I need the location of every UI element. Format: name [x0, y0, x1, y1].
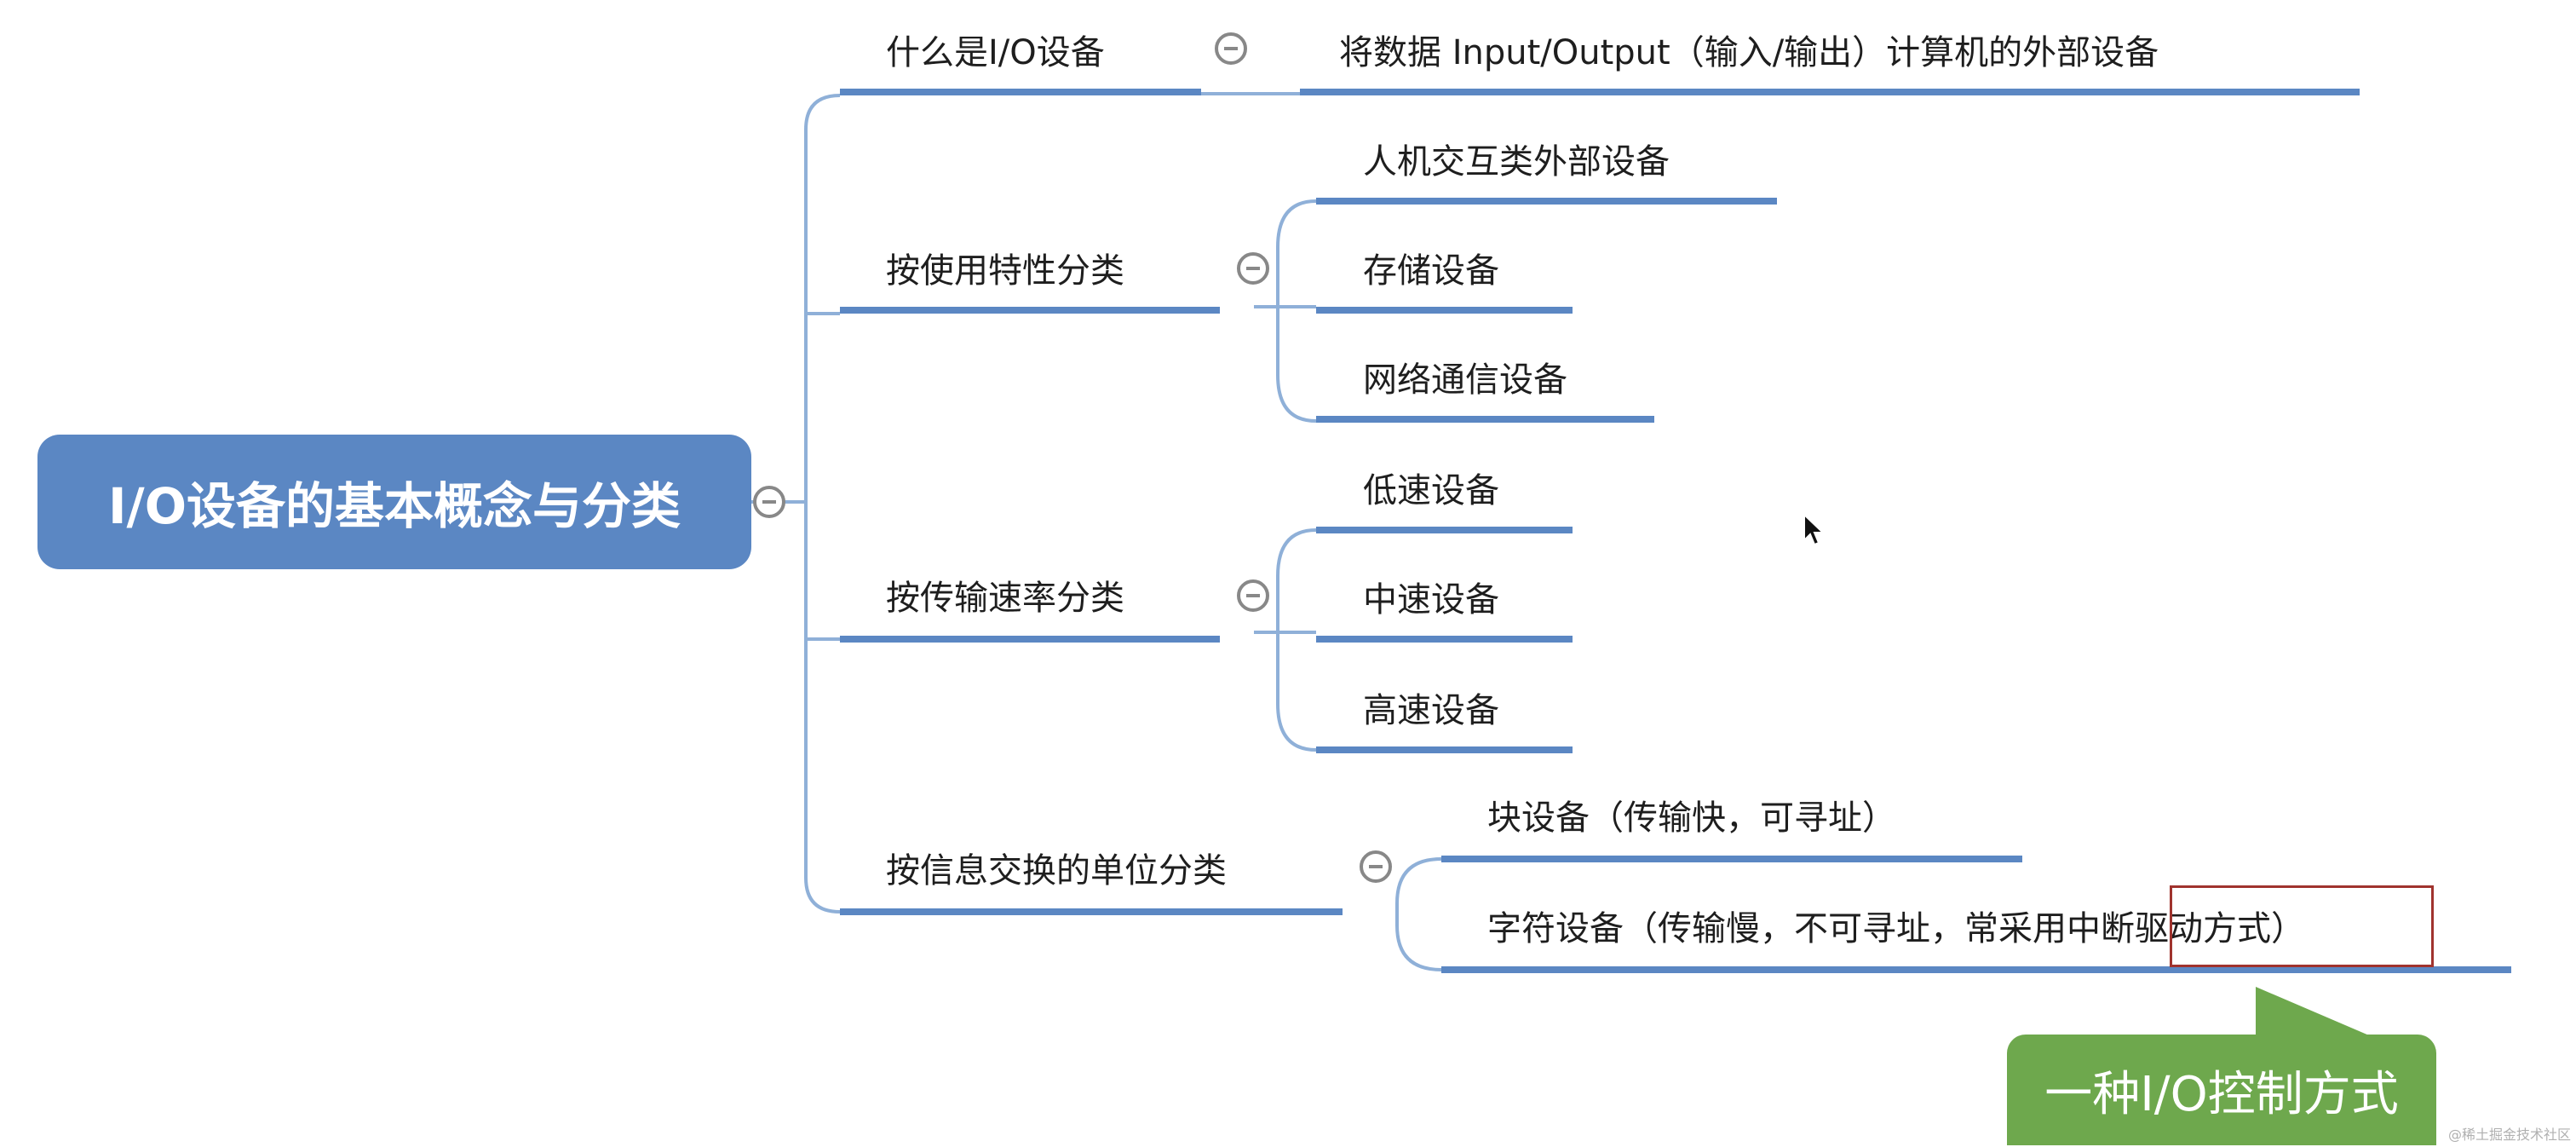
mouse-cursor-icon [1803, 513, 1826, 546]
child-label[interactable]: 将数据 Input/Output（输入/输出）计算机的外部设备 [1339, 33, 2159, 72]
child-label[interactable]: 高速设备 [1363, 691, 1499, 730]
root-collapse-icon[interactable] [753, 486, 785, 518]
level1-spine [804, 94, 841, 914]
branch-3-children-connector [1276, 528, 1317, 752]
branch-4-collapse-icon[interactable] [1360, 850, 1392, 883]
child-label[interactable]: 字符设备（传输慢，不可寻址，常采用中断驱动方式） [1487, 909, 2305, 948]
branch-label[interactable]: 按传输速率分类 [886, 579, 1124, 618]
branch-2-collapse-icon[interactable] [1237, 252, 1269, 285]
child-label[interactable]: 人机交互类外部设备 [1363, 142, 1670, 182]
branch-label[interactable]: 按使用特性分类 [886, 251, 1124, 291]
root-node[interactable]: I/O设备的基本概念与分类 [37, 435, 751, 569]
branch-2-children-connector [1276, 199, 1317, 423]
child-label[interactable]: 存储设备 [1363, 251, 1499, 291]
child-label[interactable]: 低速设备 [1363, 471, 1499, 510]
child-label[interactable]: 块设备（传输快，可寻址） [1487, 798, 1896, 838]
watermark: @稀土掘金技术社区 [2447, 1127, 2571, 1143]
branch-4-children-connector [1395, 857, 1442, 971]
branch-label[interactable]: 按信息交换的单位分类 [886, 851, 1227, 891]
callout-note: 一种I/O控制方式 [2007, 1035, 2436, 1145]
highlight-box [2170, 885, 2434, 967]
child-label[interactable]: 网络通信设备 [1363, 360, 1567, 400]
child-label[interactable]: 中速设备 [1363, 580, 1499, 620]
branch-label[interactable]: 什么是I/O设备 [886, 33, 1105, 72]
branch-3-collapse-icon[interactable] [1237, 579, 1269, 612]
branch-1-collapse-icon[interactable] [1215, 32, 1247, 65]
